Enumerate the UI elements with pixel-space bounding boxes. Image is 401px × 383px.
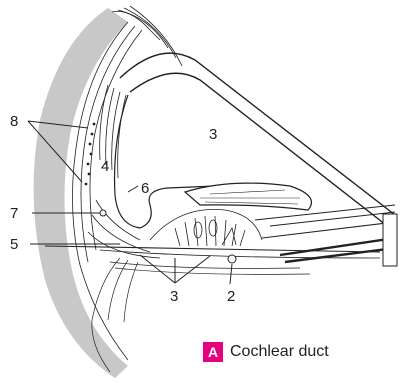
osseous-spiral-lamina [255,205,395,238]
label-3-top: 3 [209,126,217,143]
label-7: 7 [10,205,18,222]
figure-badge: A [203,342,223,362]
label-5: 5 [10,236,18,253]
spiral-vessel-7 [100,210,106,216]
figure-caption: A Cochlear duct [203,341,329,363]
upper-wall-fibers [112,6,182,66]
tectorial-membrane [185,183,311,210]
vessel-2 [228,255,236,263]
label-2: 2 [227,288,235,305]
label-3-bottom: 3 [170,288,178,305]
lamina-end-block [383,214,397,266]
figure-title: Cochlear duct [230,343,329,361]
scala-media-outline [115,95,215,228]
organ-of-corti [150,209,262,246]
label-6: 6 [141,180,149,197]
label-8: 8 [10,113,18,130]
label-4: 4 [101,158,109,175]
